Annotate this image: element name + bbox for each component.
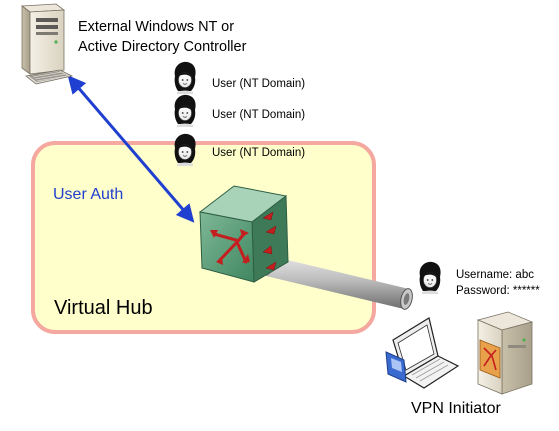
directory-controller-server-icon <box>20 3 74 85</box>
vpn-server-icon <box>476 311 534 395</box>
user-icon <box>174 61 197 95</box>
virtual-hub-switch-icon <box>198 185 289 283</box>
user-icon <box>174 94 197 128</box>
user-auth-arrow <box>67 75 195 223</box>
virtual-hub-label: Virtual Hub <box>54 297 153 319</box>
user-auth-label: User Auth <box>53 186 124 203</box>
user-icon <box>174 133 197 167</box>
username-text: Username: abc <box>456 269 534 281</box>
laptop-icon <box>385 317 460 389</box>
domain-user-label: User (NT Domain) <box>212 78 306 90</box>
password-text: Password: ****** <box>456 285 540 297</box>
domain-user-label: User (NT Domain) <box>212 109 306 121</box>
user-icon <box>419 261 442 295</box>
directory-controller-label-line2: Active Directory Controller <box>78 39 247 55</box>
vpn-initiator-label: VPN Initiator <box>411 400 501 417</box>
domain-user-label: User (NT Domain) <box>212 147 306 159</box>
directory-controller-label: External Windows NT or Active Directory … <box>78 17 246 57</box>
directory-controller-label-line1: External Windows NT or <box>78 19 235 35</box>
